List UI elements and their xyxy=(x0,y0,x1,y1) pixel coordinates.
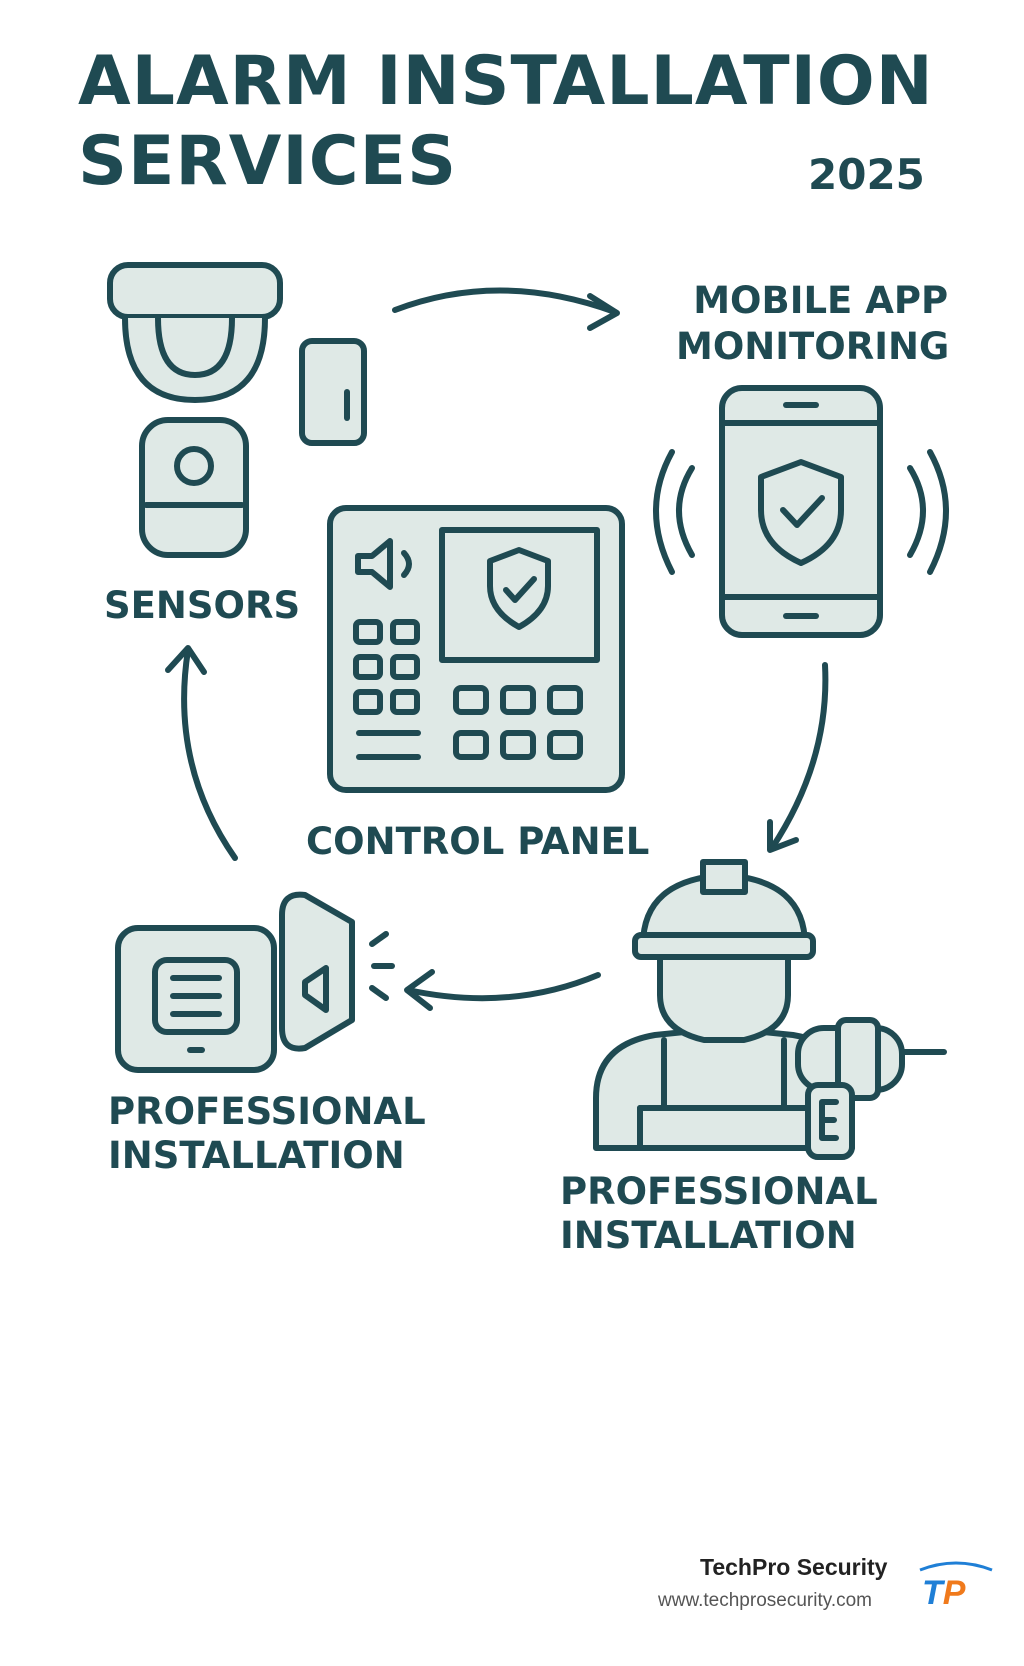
installer-worker-icon xyxy=(593,859,947,1160)
siren-label: PROFESSIONAL INSTALLATION xyxy=(108,1090,426,1178)
installer-label-line-1: PROFESSIONAL xyxy=(560,1170,878,1213)
installer-label-line-2: INSTALLATION xyxy=(560,1214,857,1257)
control-panel-label: CONTROL PANEL xyxy=(306,820,650,863)
installer-label: PROFESSIONAL INSTALLATION xyxy=(560,1170,878,1258)
year-label: 2025 xyxy=(808,150,925,199)
siren-speaker-icon xyxy=(115,891,395,1073)
page-title: ALARM INSTALLATION SERVICES xyxy=(78,42,934,202)
siren-label-line-2: INSTALLATION xyxy=(108,1134,405,1177)
arrow-sensors-to-app xyxy=(392,287,620,331)
mobile-app-label-line-1: MOBILE APP xyxy=(693,279,949,322)
arrow-installer-to-siren xyxy=(404,969,601,1011)
footer-url: www.techprosecurity.com xyxy=(658,1590,872,1611)
footer-brand: TechPro Security xyxy=(700,1554,888,1580)
mobile-app-label: MOBILE APP MONITORING xyxy=(676,278,949,370)
arrow-siren-to-sensors xyxy=(165,645,238,861)
techpro-logo: TP xyxy=(919,1561,993,1610)
sensors-label: SENSORS xyxy=(104,584,301,627)
arrow-app-to-installer xyxy=(767,662,829,853)
siren-label-line-1: PROFESSIONAL xyxy=(108,1090,426,1133)
smartphone-shield-icon xyxy=(653,385,949,638)
control-panel-icon xyxy=(327,505,625,793)
title-line-1: ALARM INSTALLATION xyxy=(78,42,934,121)
title-line-2: SERVICES xyxy=(78,122,458,201)
motion-sensor-icon xyxy=(139,417,249,558)
logo-text: TP xyxy=(922,1574,966,1610)
mobile-app-label-line-2: MONITORING xyxy=(676,325,950,368)
door-contact-icon xyxy=(299,338,367,446)
security-camera-icon xyxy=(107,262,283,403)
